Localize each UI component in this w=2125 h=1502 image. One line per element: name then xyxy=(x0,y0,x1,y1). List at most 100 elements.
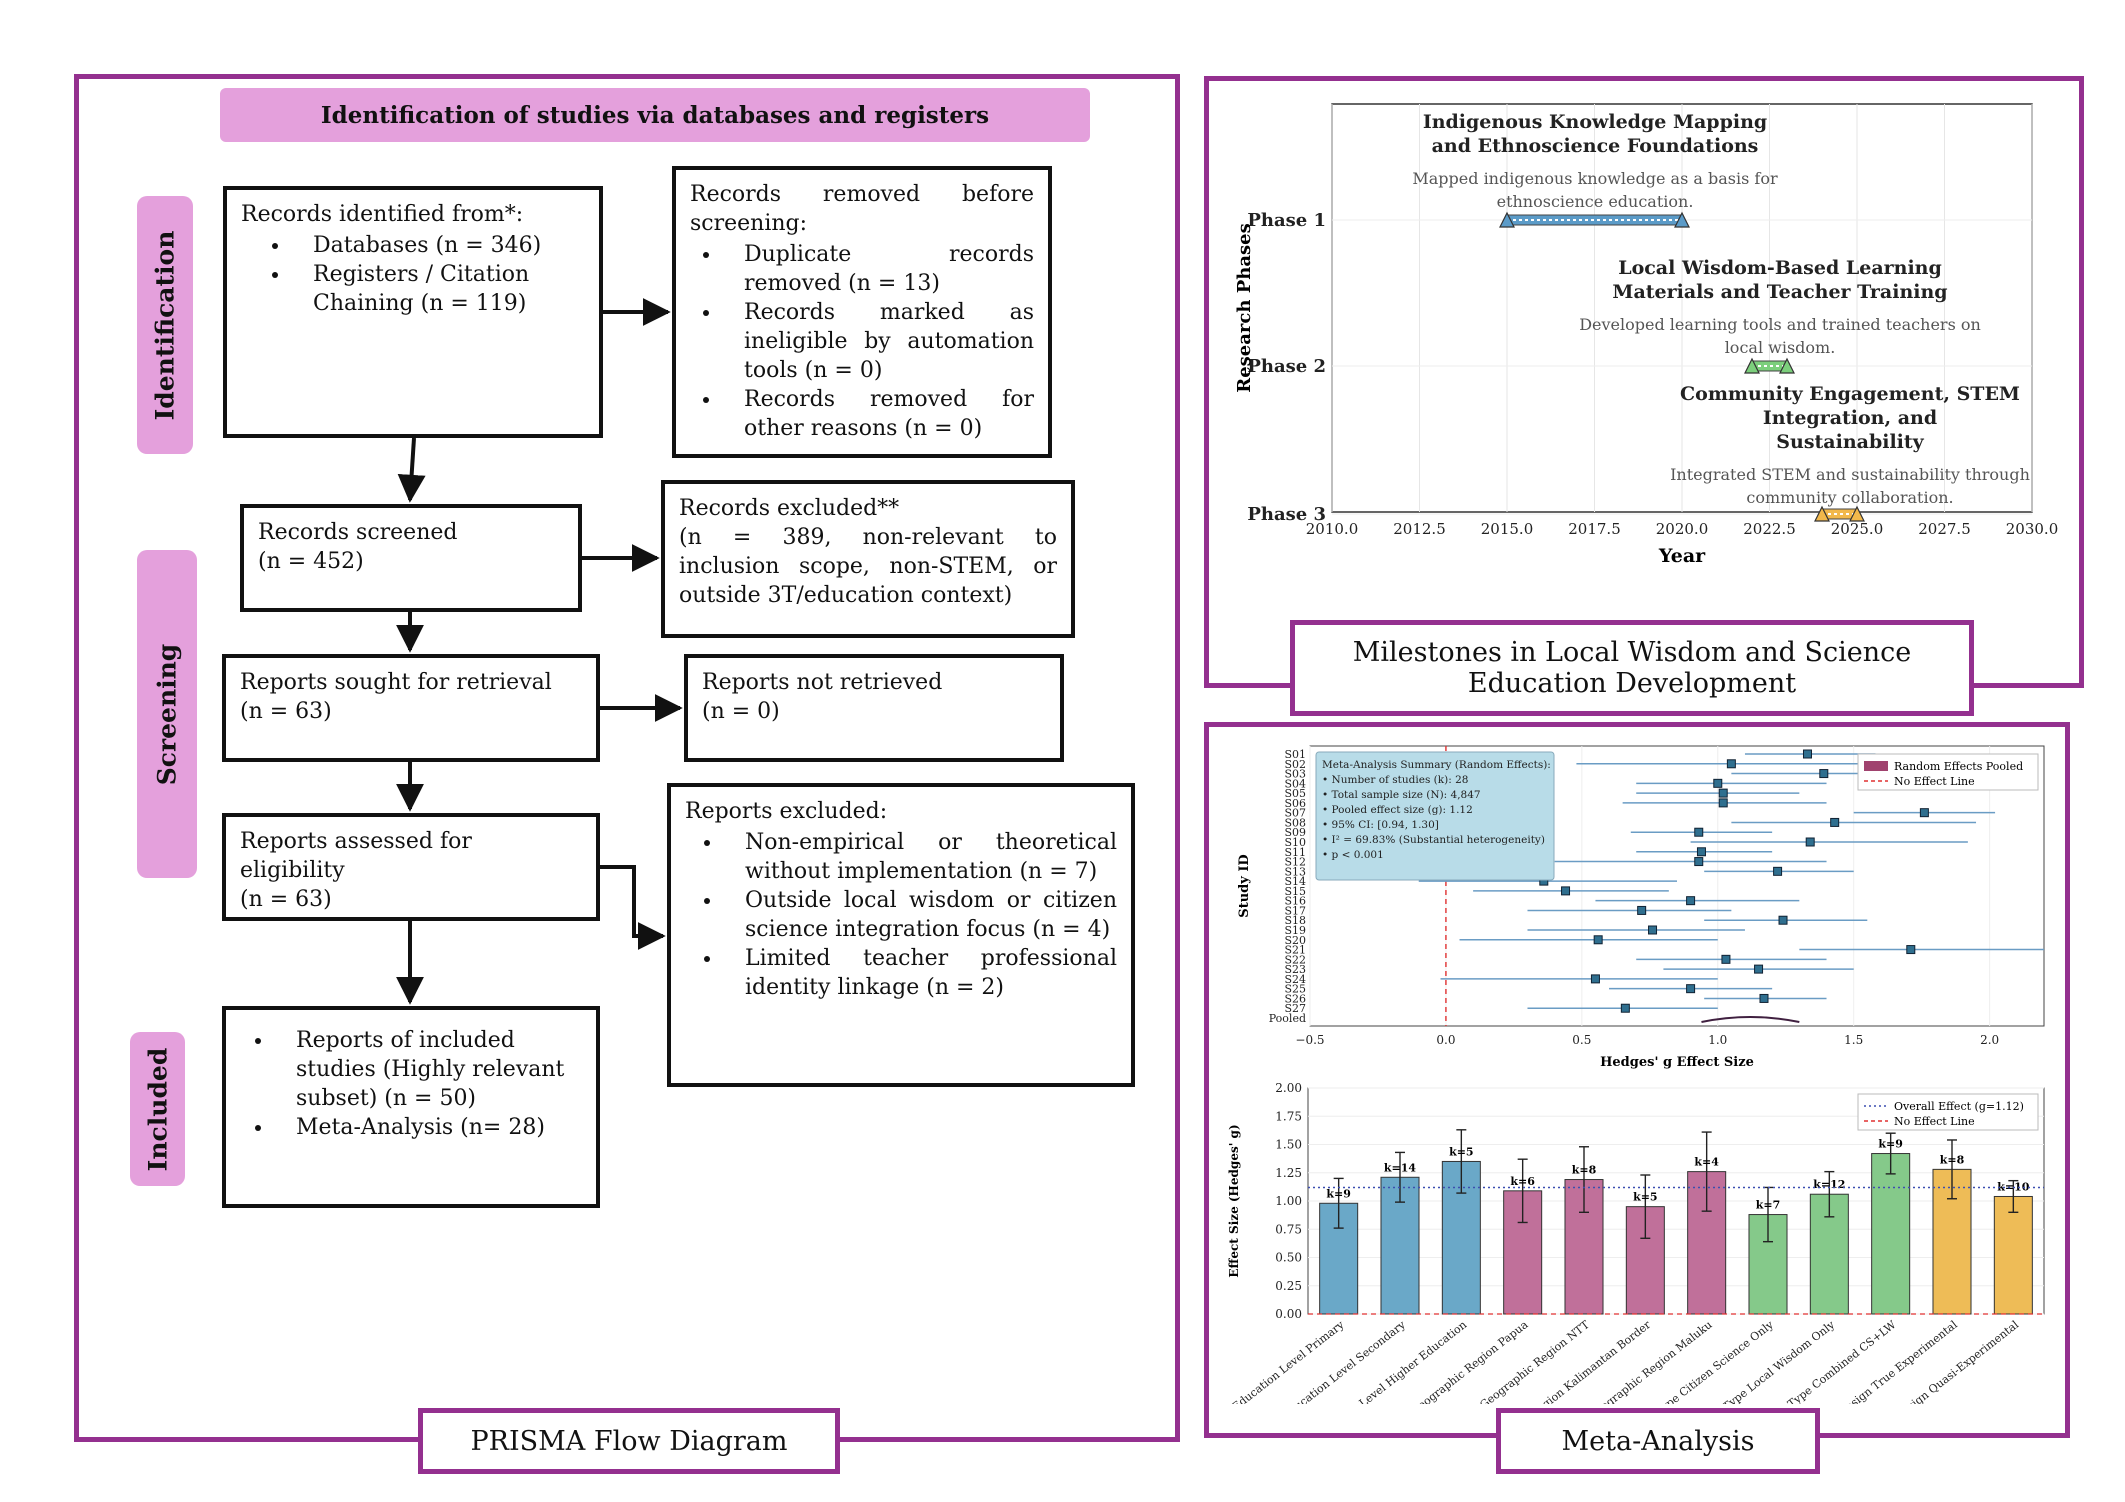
forest-study-label: S19 xyxy=(1284,924,1306,937)
timeline-x-label: Year xyxy=(1658,545,1706,567)
forest-study-label: S04 xyxy=(1284,777,1306,790)
forest-study-label: S10 xyxy=(1284,836,1306,849)
bar-k-label: k=8 xyxy=(1940,1153,1965,1166)
forest-study-label: S01 xyxy=(1284,748,1306,761)
forest-point xyxy=(1721,954,1731,964)
forest-study-label: S12 xyxy=(1284,856,1306,869)
forest-study-label: S05 xyxy=(1284,787,1306,800)
timeline-milestone-title: Materials and Teacher Training xyxy=(1612,281,1947,303)
timeline-milestone-desc: community collaboration. xyxy=(1746,488,1953,507)
included-reports: Reports of included studies (Highly rele… xyxy=(274,1026,582,1113)
forest-summary-line: • Total sample size (N): 4,847 xyxy=(1322,789,1481,801)
timeline-x-tick: 2027.5 xyxy=(1918,520,1971,538)
bar-legend-label: No Effect Line xyxy=(1894,1115,1975,1128)
prisma-header: Identification of studies via databases … xyxy=(220,88,1090,142)
forest-point xyxy=(1819,769,1829,779)
subgroup-bar-chart: 0.000.250.500.751.001.251.501.752.00k=9E… xyxy=(1227,1081,2045,1404)
forest-point xyxy=(1802,749,1812,759)
bar-y-tick: 0.00 xyxy=(1275,1307,1302,1321)
excluded-non-empirical: Non-empirical or theoretical without imp… xyxy=(723,828,1117,886)
reports-assessed-box: Reports assessed for eligibility (n = 63… xyxy=(222,813,600,921)
records-identified-title: Records identified from*: xyxy=(241,202,524,227)
timeline-milestone-desc: Developed learning tools and trained tea… xyxy=(1579,315,1981,334)
forest-x-tick: 1.0 xyxy=(1708,1033,1727,1047)
records-removed-box: Records removed before screening: Duplic… xyxy=(672,166,1052,458)
bar-y-tick: 2.00 xyxy=(1275,1081,1302,1095)
included-box: Reports of included studies (Highly rele… xyxy=(222,1006,600,1208)
forest-point xyxy=(1686,896,1696,906)
timeline-milestone-title: Sustainability xyxy=(1776,431,1924,453)
forest-summary-line: • p < 0.001 xyxy=(1322,849,1384,861)
timeline-phase-label: Phase 3 xyxy=(1247,504,1326,525)
meta-caption: Meta-Analysis xyxy=(1496,1408,1820,1474)
records-excluded-title: Records excluded** xyxy=(679,496,900,521)
forest-study-label: S20 xyxy=(1284,934,1306,947)
bar-legend xyxy=(1857,1093,2039,1131)
not-retrieved-count: (n = 0) xyxy=(702,699,780,724)
timeline-marker xyxy=(1499,211,1515,228)
bar-k-label: k=8 xyxy=(1572,1164,1597,1177)
forest-legend-label: Random Effects Pooled xyxy=(1894,760,2023,773)
reports-excluded-box: Reports excluded: Non-empirical or theor… xyxy=(667,783,1135,1087)
forest-study-label: S06 xyxy=(1284,797,1306,810)
records-excluded-text: (n = 389, non-relevant to inclusion scop… xyxy=(679,525,1057,608)
forest-point xyxy=(1696,847,1706,857)
timeline-x-tick: 2025.0 xyxy=(1831,520,1884,538)
records-excluded-box: Records excluded** (n = 389, non-relevan… xyxy=(661,480,1075,638)
forest-x-tick: 0.0 xyxy=(1436,1033,1455,1047)
forest-summary-title: Meta-Analysis Summary (Random Effects): xyxy=(1322,759,1551,771)
bar xyxy=(1871,1153,1911,1315)
forest-x-label: Hedges' g Effect Size xyxy=(1600,1055,1754,1070)
forest-point xyxy=(1713,778,1723,788)
timeline-x-tick: 2017.5 xyxy=(1568,520,1621,538)
timeline-phase-label: Phase 2 xyxy=(1247,356,1326,377)
removed-automation: Records marked as ineligible by automati… xyxy=(722,298,1034,385)
timeline-milestone-desc: ethnoscience education. xyxy=(1497,192,1694,211)
forest-legend-swatch xyxy=(1864,761,1888,771)
excluded-limited-linkage: Limited teacher professional identity li… xyxy=(723,944,1117,1002)
arrow-identified-to-screened xyxy=(397,437,426,503)
bar-category-label: Education Level Primary xyxy=(1230,1318,1348,1404)
forest-summary-box xyxy=(1315,751,1555,881)
arrow-assessed-to-excluded xyxy=(600,865,666,950)
forest-study-label: S03 xyxy=(1284,768,1306,781)
forest-point xyxy=(1778,915,1788,925)
removed-duplicates: Duplicate records removed (n = 13) xyxy=(722,240,1034,298)
forest-point xyxy=(1726,759,1736,769)
timeline-x-tick: 2030.0 xyxy=(2006,520,2059,538)
forest-study-label: S23 xyxy=(1284,963,1306,976)
bar-y-tick: 0.75 xyxy=(1275,1222,1302,1236)
timeline-milestone-desc: Integrated STEM and sustainability throu… xyxy=(1670,465,2030,484)
forest-study-label: S26 xyxy=(1284,992,1306,1005)
bar-k-label: k=5 xyxy=(1449,1145,1474,1158)
records-identified-box: Records identified from*: Databases (n =… xyxy=(223,186,603,438)
forest-point xyxy=(1906,945,1916,955)
forest-point xyxy=(1648,925,1658,935)
forest-study-label: S22 xyxy=(1284,953,1306,966)
bar-y-tick: 1.00 xyxy=(1275,1194,1302,1208)
forest-study-label: S27 xyxy=(1284,1002,1306,1015)
bar-k-label: k=7 xyxy=(1756,1199,1781,1212)
forest-point xyxy=(1694,827,1704,837)
forest-study-label: S21 xyxy=(1284,944,1306,957)
bar-k-label: k=9 xyxy=(1878,1138,1903,1151)
timeline-milestone-desc: local wisdom. xyxy=(1725,338,1836,357)
identified-registers: Registers / Citation Chaining (n = 119) xyxy=(291,260,585,318)
forest-study-label: S08 xyxy=(1284,816,1306,829)
reports-excluded-title: Reports excluded: xyxy=(685,799,888,824)
timeline-y-label: Research Phases xyxy=(1234,223,1255,392)
excluded-outside-focus: Outside local wisdom or citizen science … xyxy=(723,886,1117,944)
forest-legend-label: No Effect Line xyxy=(1894,775,1975,788)
bar-k-label: k=9 xyxy=(1326,1187,1351,1200)
bar-y-tick: 1.75 xyxy=(1275,1109,1302,1123)
forest-point xyxy=(1561,886,1571,896)
forest-point xyxy=(1590,974,1600,984)
forest-point xyxy=(1919,808,1929,818)
included-meta-analysis: Meta-Analysis (n= 28) xyxy=(274,1113,582,1142)
forest-study-label: S25 xyxy=(1284,983,1306,996)
forest-study-label: S07 xyxy=(1284,807,1306,820)
forest-summary-line: • 95% CI: [0.94, 1.30] xyxy=(1322,819,1439,831)
timeline-x-tick: 2010.0 xyxy=(1306,520,1359,538)
timeline-marker xyxy=(1849,505,1865,522)
